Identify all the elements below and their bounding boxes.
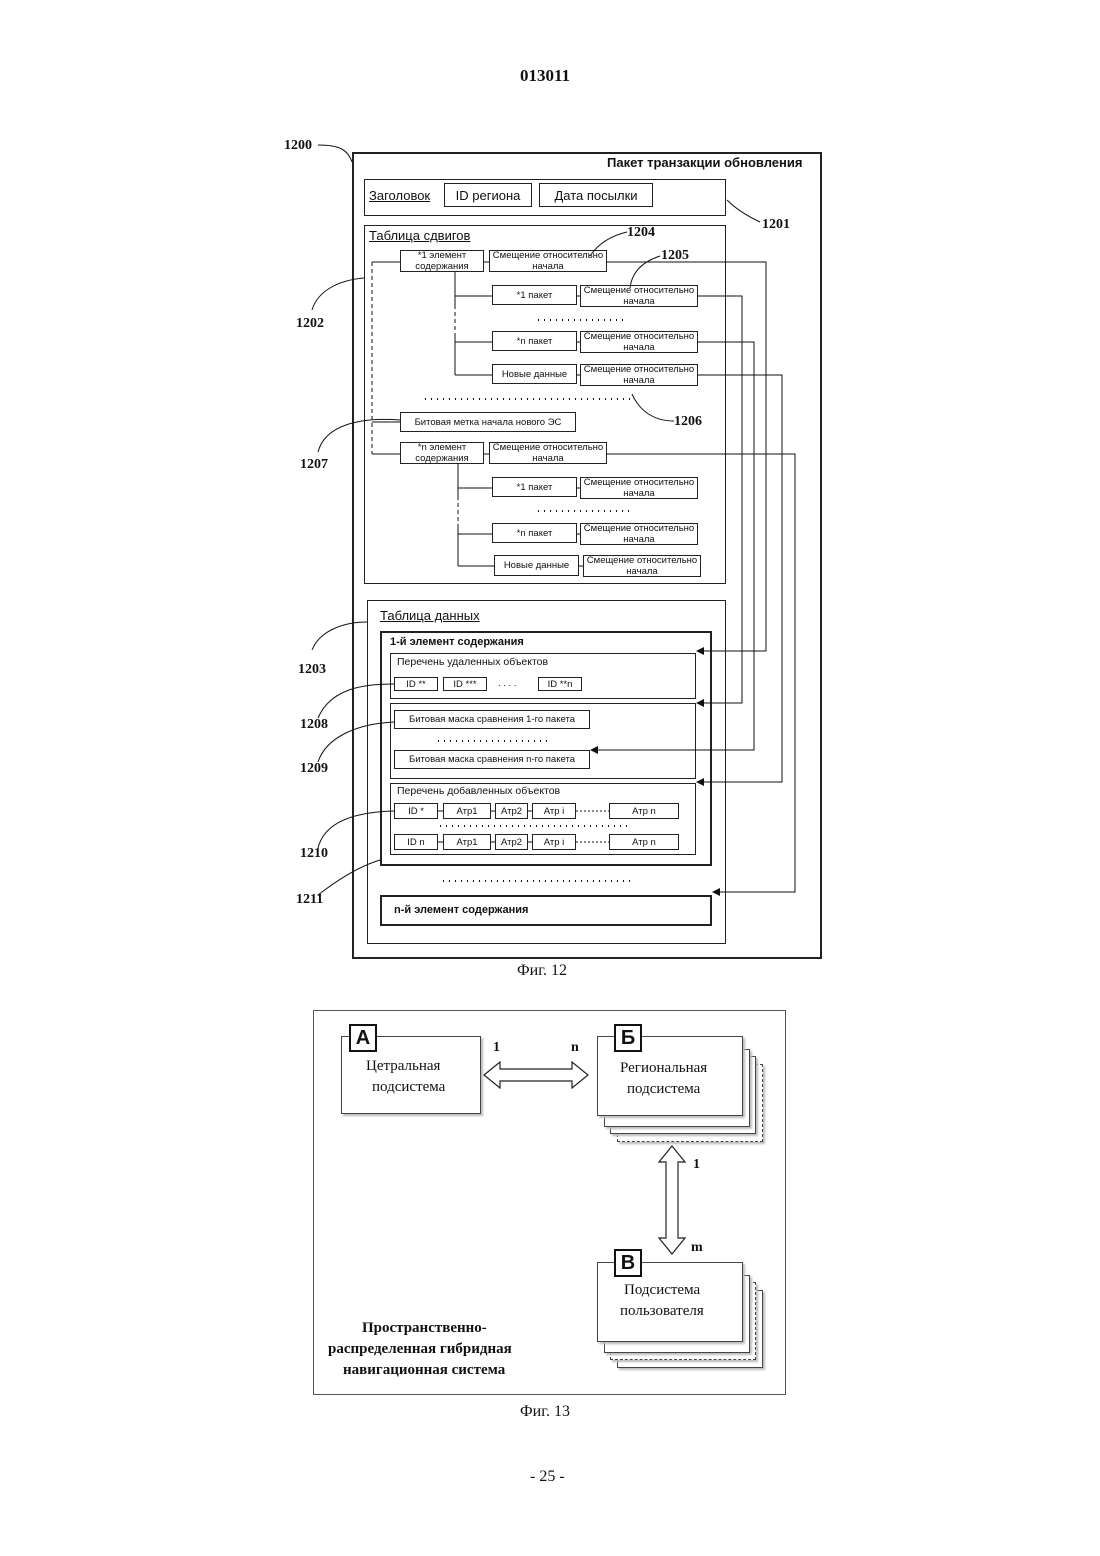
relation-a-b-right: n — [571, 1040, 579, 1056]
fig13-caption: Фиг. 13 — [520, 1403, 570, 1421]
system-name-line3: навигационная система — [343, 1362, 505, 1379]
system-name-line2: распределенная гибридная — [328, 1341, 512, 1358]
system-name-line1: Пространственно- — [362, 1320, 487, 1337]
relation-b-c-bottom: m — [691, 1240, 703, 1256]
page-number: - 25 - — [530, 1468, 565, 1486]
relation-a-b-left: 1 — [493, 1040, 500, 1056]
relation-b-c-top: 1 — [693, 1157, 700, 1173]
